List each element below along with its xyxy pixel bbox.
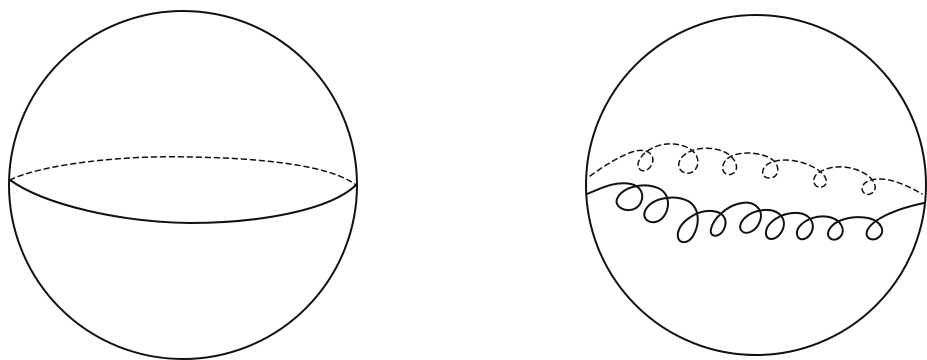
left-sphere-outline xyxy=(9,11,357,359)
left-sphere-panel xyxy=(9,11,357,359)
left-equator-back-dashed xyxy=(10,157,356,185)
right-sphere-panel xyxy=(586,15,926,355)
right-equator-back-dashed xyxy=(590,144,922,195)
right-equator-front-solid xyxy=(587,183,924,242)
left-equator-front-solid xyxy=(10,180,356,223)
